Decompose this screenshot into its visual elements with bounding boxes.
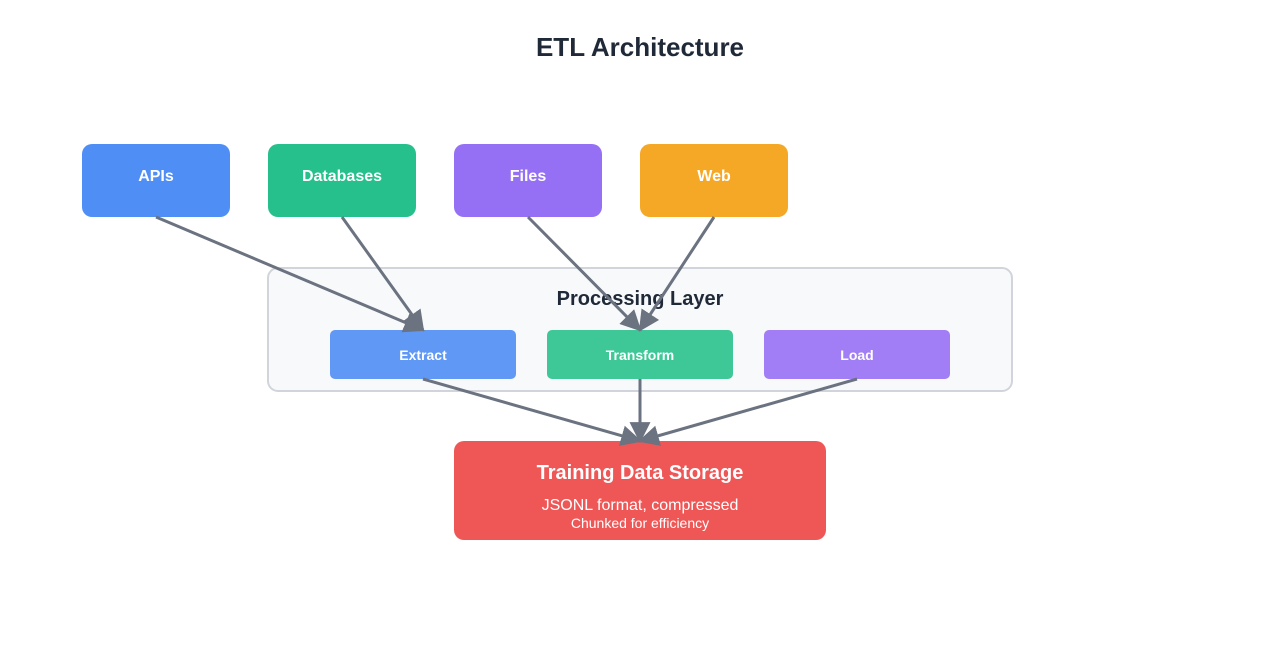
step-box-extract[interactable] <box>330 330 516 379</box>
source-label-files: Files <box>510 168 547 185</box>
step-node-extract[interactable]: Extract <box>330 330 516 379</box>
edge-web-transform <box>638 216 716 332</box>
source-box-apis[interactable] <box>82 144 230 217</box>
source-box-web[interactable] <box>640 144 788 217</box>
storage-description-line2: Chunked for efficiency <box>571 515 709 531</box>
step-label-load: Load <box>840 347 873 363</box>
source-label-databases: Databases <box>302 168 382 185</box>
source-label-web: Web <box>697 168 731 185</box>
source-node-databases[interactable]: Databases <box>268 144 416 217</box>
edge-extract-storage <box>422 377 643 446</box>
edge-files-transform <box>526 215 642 332</box>
source-box-files[interactable] <box>454 144 602 217</box>
step-box-load[interactable] <box>764 330 950 379</box>
source-box-databases[interactable] <box>268 144 416 217</box>
step-node-load[interactable]: Load <box>764 330 950 379</box>
step-label-extract: Extract <box>399 347 447 363</box>
step-box-transform[interactable] <box>547 330 733 379</box>
processing-layer-title: Processing Layer <box>557 288 724 310</box>
step-node-transform[interactable]: Transform <box>547 330 733 379</box>
edge-apis-extract <box>155 215 425 333</box>
step-label-transform: Transform <box>606 347 674 363</box>
source-label-apis: APIs <box>138 168 174 185</box>
storage-box[interactable] <box>454 441 826 540</box>
edges <box>155 215 858 446</box>
storage-node[interactable]: Training Data Storage JSONL format, comp… <box>454 441 826 540</box>
source-node-files[interactable]: Files <box>454 144 602 217</box>
storage-description-line1: JSONL format, compressed <box>542 497 739 514</box>
source-node-apis[interactable]: APIs <box>82 144 230 217</box>
edge-databases-extract <box>340 216 425 332</box>
edge-load-storage <box>637 377 858 446</box>
source-node-web[interactable]: Web <box>640 144 788 217</box>
diagram-title: ETL Architecture <box>536 32 744 62</box>
storage-title: Training Data Storage <box>537 462 744 484</box>
